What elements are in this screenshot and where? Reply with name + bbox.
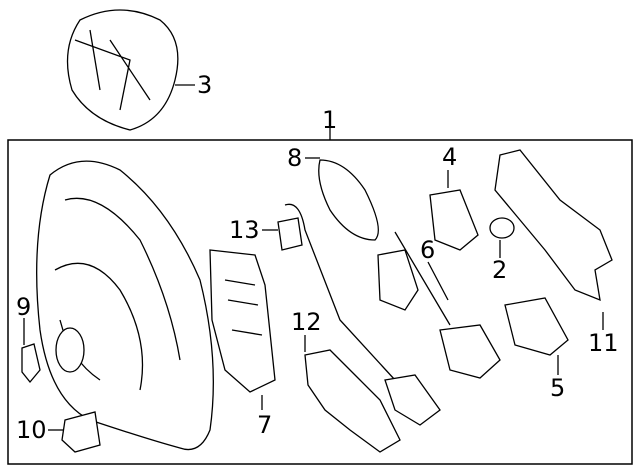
callout-13: 13 — [229, 216, 260, 244]
callout-4: 4 — [442, 143, 458, 171]
callout-5: 5 — [550, 374, 566, 402]
airbag-module-part-3[interactable] — [66, 9, 196, 131]
part-4-switch[interactable] — [429, 170, 479, 251]
callout-1: 1 — [322, 106, 338, 134]
part-12-cover[interactable] — [304, 335, 401, 453]
part-11-trim-cover[interactable] — [494, 149, 613, 330]
assembly-frame — [7, 139, 633, 465]
callout-11: 11 — [588, 329, 619, 357]
callout-9: 9 — [16, 293, 32, 321]
part-13-connector[interactable] — [262, 203, 396, 381]
part-5-switch[interactable] — [504, 297, 569, 375]
part-6-switch[interactable] — [377, 231, 501, 426]
part-8-trim[interactable] — [305, 157, 379, 241]
part-2-button[interactable] — [489, 217, 515, 258]
callout-12: 12 — [291, 308, 322, 336]
part-7-bracket[interactable] — [209, 249, 276, 410]
steering-wheel-part[interactable] — [36, 160, 214, 451]
callout-6: 6 — [420, 236, 436, 264]
callout-3: 3 — [197, 71, 213, 99]
callout-10: 10 — [16, 416, 47, 444]
part-9[interactable] — [21, 318, 41, 384]
callout-7: 7 — [257, 411, 273, 439]
callout-8: 8 — [287, 144, 303, 172]
part-10[interactable] — [48, 411, 101, 453]
callout-2: 2 — [492, 256, 508, 284]
